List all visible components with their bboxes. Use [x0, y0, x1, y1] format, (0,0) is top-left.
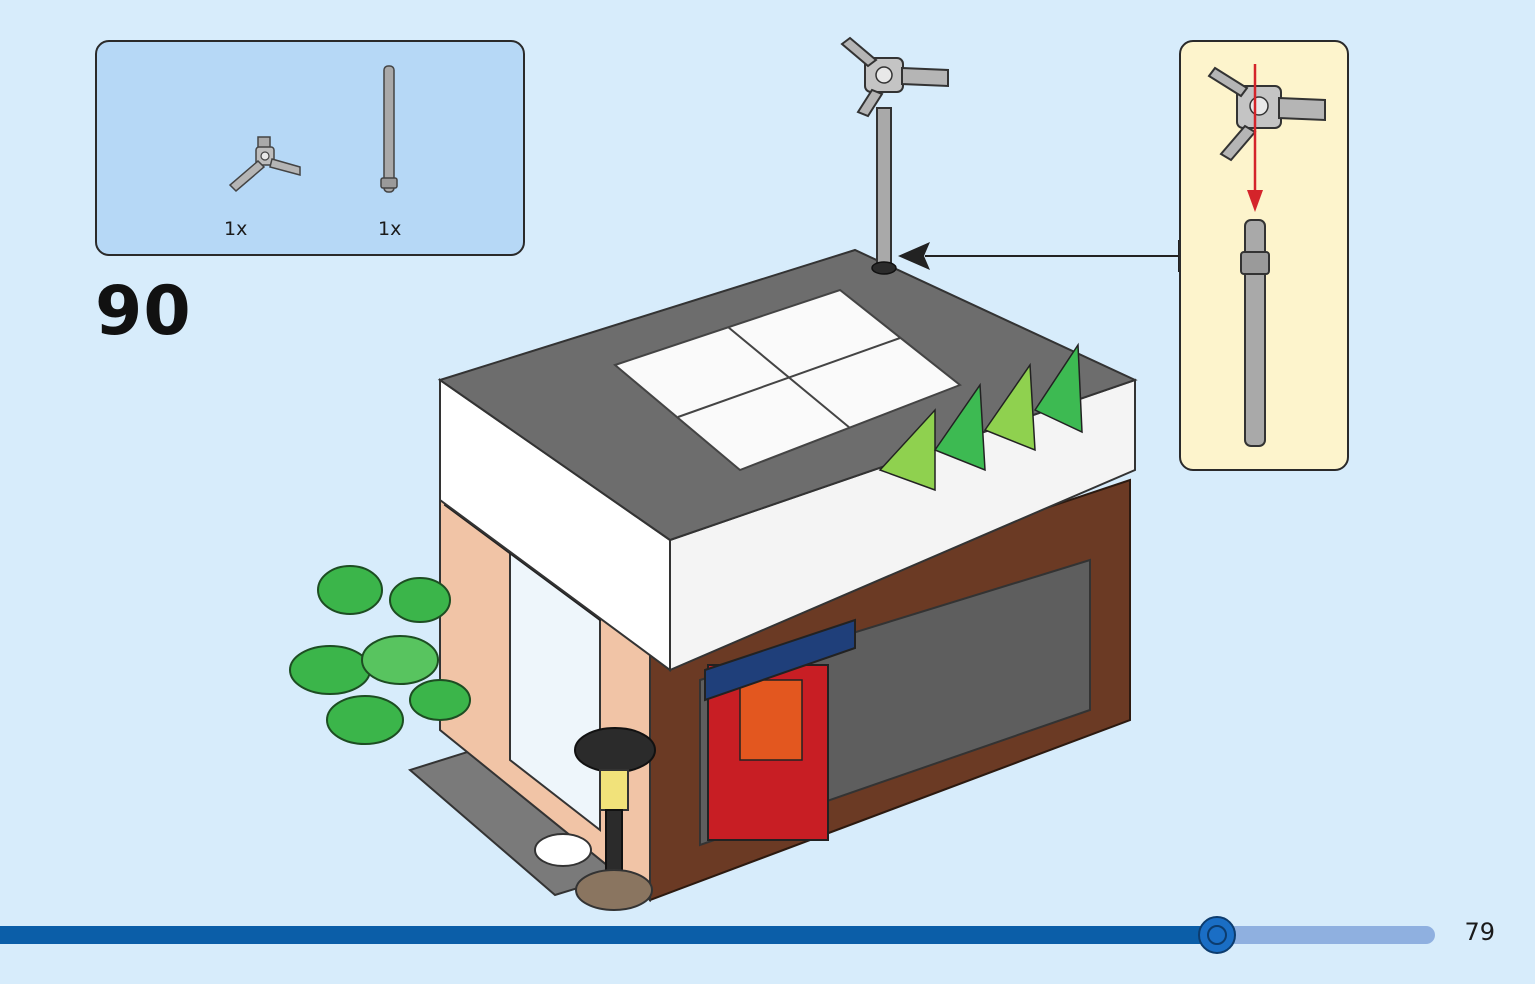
- street-lamp-icon: [574, 727, 656, 911]
- placement-arrow: [898, 240, 1180, 272]
- parts-list-box: 1x 1x: [95, 40, 525, 256]
- bar-part-icon: [380, 65, 398, 193]
- callout-box: [1179, 40, 1349, 471]
- progress-knob: [1198, 916, 1236, 954]
- antenna-pole-icon: [840, 36, 949, 275]
- connector-part-icon: [228, 136, 301, 193]
- callout-illustration: [1207, 64, 1326, 447]
- page-number: 79: [1464, 918, 1495, 946]
- progress-fill: [0, 926, 1217, 944]
- plant-icon: [289, 565, 471, 745]
- step-number: 90: [95, 272, 192, 351]
- progress-bar: [0, 916, 1435, 954]
- part-quantity-connector: 1x: [224, 218, 248, 240]
- parts-list-illustration: [228, 65, 398, 193]
- connector-part-icon: [1207, 66, 1326, 162]
- bar-part-icon: [1240, 219, 1270, 447]
- progress-remaining: [1217, 926, 1435, 944]
- part-quantity-bar: 1x: [378, 218, 402, 240]
- insert-arrow: [1247, 64, 1263, 212]
